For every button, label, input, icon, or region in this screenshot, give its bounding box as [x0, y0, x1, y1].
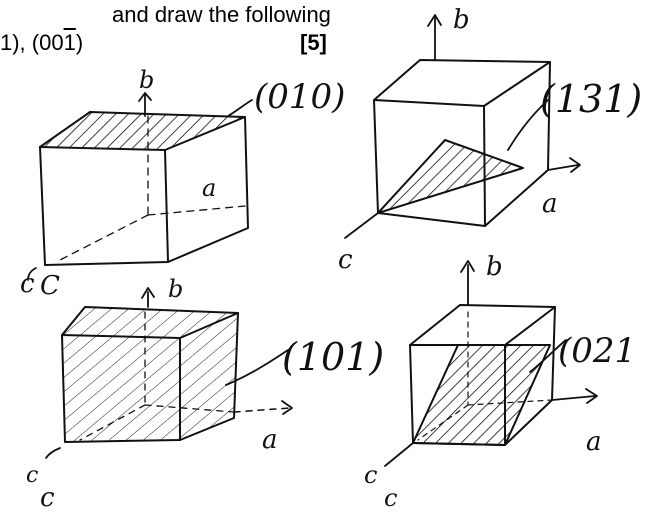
plane-101-hatch	[62, 307, 238, 442]
axis-b-arrow	[460, 260, 475, 306]
plane-010-label: (010)	[254, 77, 345, 117]
question-text-line-2: 1), (001)	[0, 30, 83, 56]
cube-101-hidden-edges	[79, 311, 235, 441]
question-text-line-1: and draw the following	[112, 2, 331, 27]
miller-index-negative-digit: 1	[63, 30, 76, 55]
axis-a-arrow	[551, 388, 598, 404]
cube-010-edges	[39, 111, 249, 266]
cube-131-edges	[373, 59, 551, 227]
label-leader-line	[225, 349, 289, 386]
plane-021-label: (021	[558, 331, 636, 371]
axis-a-label: a	[262, 425, 278, 455]
axis-c-label: c	[26, 463, 38, 488]
axis-a-arrow	[233, 407, 291, 413]
axis-c-label-repeat: c	[384, 484, 397, 512]
axis-b-arrow	[141, 287, 155, 308]
cube-101-edges	[61, 306, 239, 443]
label-leader-line	[227, 99, 253, 117]
axis-a-arrowhead	[281, 400, 293, 415]
cube-021-hidden-edges	[417, 311, 553, 441]
axis-b-label: b	[453, 5, 470, 35]
miller-index-prefix: 1), (00	[0, 30, 64, 55]
plane-131-label: (131)	[540, 77, 642, 121]
axis-c-stroke	[45, 447, 61, 459]
axis-a-label: a	[586, 427, 602, 457]
label-leader-line	[529, 339, 567, 373]
axis-b-arrow	[427, 14, 442, 61]
axis-c-line	[344, 212, 379, 239]
axis-c-line	[384, 442, 414, 467]
axis-c-label: c	[20, 269, 35, 299]
plane-010-hatch	[40, 112, 245, 150]
cube-131: b a c (131)	[338, 5, 642, 275]
cube-101: b a c c (101)	[26, 275, 384, 513]
plane-101-label: (101)	[282, 335, 384, 379]
axis-a-label: a	[202, 174, 216, 202]
axis-c-stroke	[27, 267, 37, 281]
plane-021-hatch	[413, 345, 550, 445]
axis-c-label: c	[364, 461, 377, 489]
axis-b-label: b	[486, 252, 503, 282]
miller-index-suffix: )	[75, 30, 84, 55]
label-leader-line	[507, 99, 549, 151]
cube-010-hidden-edges	[59, 115, 246, 261]
cube-010: b a c C (010)	[20, 66, 345, 301]
marks-label: [5]	[300, 30, 327, 55]
axis-b-label: b	[139, 66, 154, 94]
axis-c-label-repeat: c	[40, 483, 55, 513]
plane-131-hatch	[378, 140, 523, 213]
axis-b-label: b	[168, 275, 183, 303]
cube-021: b a c c (021	[364, 252, 636, 512]
axis-c-label: c	[338, 245, 353, 275]
axis-a-label: a	[542, 189, 558, 219]
axis-a-arrow	[547, 157, 581, 173]
axis-c-label-repeat: C	[40, 271, 60, 301]
axis-b-arrow	[138, 92, 152, 117]
